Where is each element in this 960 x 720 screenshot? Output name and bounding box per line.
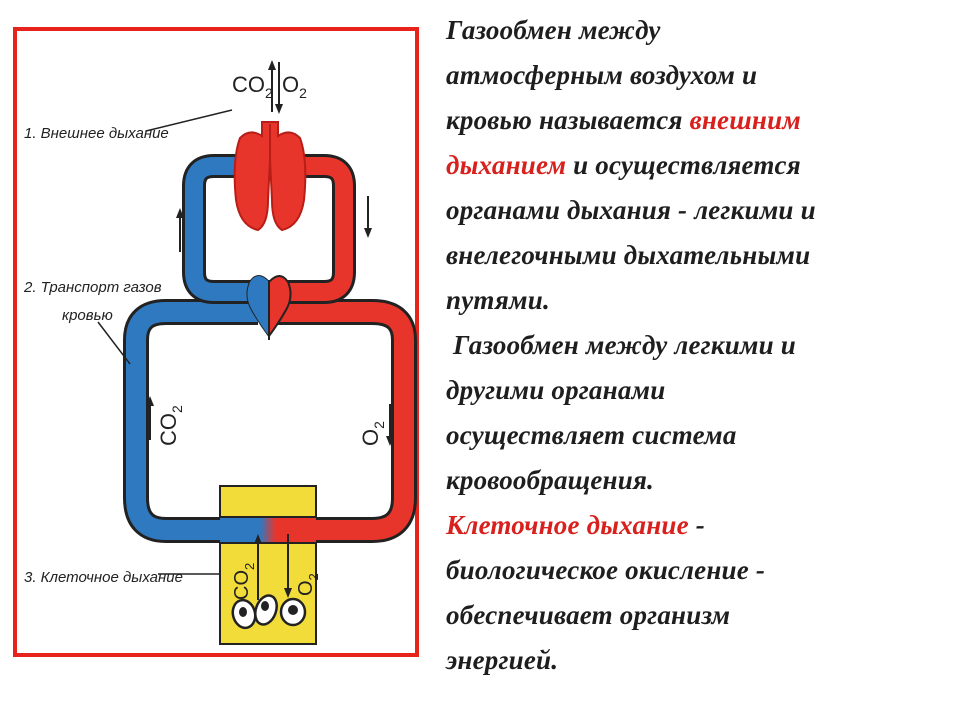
o2-label-tissue: O2 bbox=[295, 573, 321, 596]
text-line: кровью называется внешним bbox=[446, 105, 801, 135]
text-line: Газообмен между bbox=[446, 15, 661, 45]
co2-label-tissue: CO2 bbox=[231, 563, 257, 600]
text-line: другими органами bbox=[446, 375, 666, 405]
co2-label-left: CO2 bbox=[156, 405, 185, 446]
systemic-side-gas: CO2 O2 bbox=[146, 396, 394, 446]
o2-label-right: O2 bbox=[358, 421, 387, 446]
text-line: атмосферным воздухом и bbox=[446, 60, 758, 90]
pulmonary-flow-arrows bbox=[176, 196, 372, 252]
text-line: дыханием и осуществляется bbox=[446, 150, 801, 180]
label-gas-transport: 2. Транспорт газов bbox=[23, 279, 162, 296]
term-external-breathing-2: дыханием bbox=[446, 150, 567, 180]
text-line: путями. bbox=[446, 285, 550, 315]
o2-label-top: O2 bbox=[282, 72, 307, 101]
circulation-diagram: CO2 O2 CO2 O2 CO2 bbox=[23, 60, 417, 645]
text-line: Клеточное дыхание - bbox=[446, 510, 705, 540]
tissue-gas-exchange: CO2 O2 bbox=[231, 534, 321, 630]
label-cellular-breathing: 3. Клеточное дыхание bbox=[24, 569, 183, 586]
explanation-text: Газообмен между атмосферным воздухом и к… bbox=[446, 8, 956, 683]
text-line: энергией. bbox=[446, 645, 559, 675]
text-line: осуществляет система bbox=[446, 420, 737, 450]
text-line: биологическое окисление - bbox=[446, 555, 766, 585]
text-line: органами дыхания - легкими и bbox=[446, 195, 816, 225]
co2-label-top: CO2 bbox=[232, 72, 273, 101]
lungs-icon bbox=[233, 121, 307, 232]
top-gas-exchange: CO2 O2 bbox=[232, 60, 307, 114]
text-line: кровообращения. bbox=[446, 465, 655, 495]
text-line: Газообмен между легкими и bbox=[446, 330, 797, 360]
text-line: обеспечивает организм bbox=[446, 600, 731, 630]
label-gas-transport-2: кровью bbox=[62, 307, 113, 324]
term-external-breathing: внешним bbox=[689, 105, 801, 135]
label-external-breathing: 1. Внешнее дыхание bbox=[24, 125, 169, 142]
term-cellular-breathing: Клеточное дыхание bbox=[446, 510, 689, 540]
text-line: внелегочными дыхательными bbox=[446, 240, 811, 270]
